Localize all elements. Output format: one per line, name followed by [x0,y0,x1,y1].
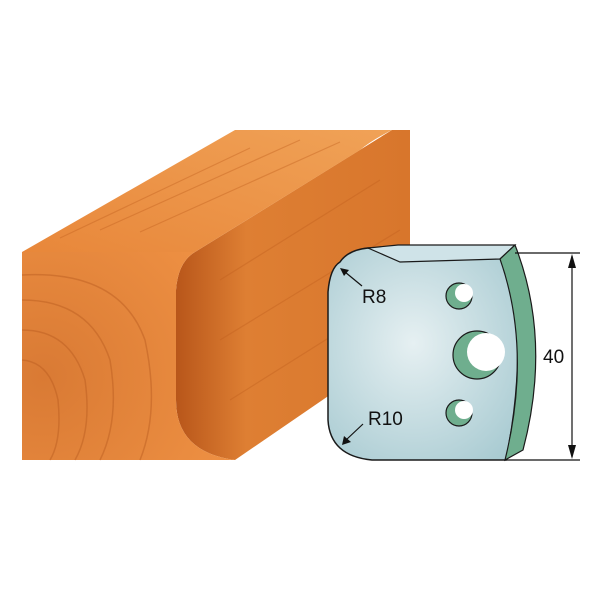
height-dimension: 40 [505,252,580,461]
knife-cutting-edge [499,243,537,462]
wood-grain-rings [21,273,153,461]
arrow-icon [342,436,351,445]
arrow-icon [340,268,349,276]
radius-annotation-top: R8 [340,268,386,308]
arrow-down-icon [568,445,576,459]
hole-bottom [445,399,473,427]
knife-holes [445,282,505,427]
radius-label-r8: R8 [362,287,386,308]
radius-annotation-bottom: R10 [342,409,403,445]
hole-top [445,282,473,310]
wood-front-face [22,252,235,460]
wood-top-face [22,130,392,252]
hole-center [452,330,505,380]
radius-label-r10: R10 [368,409,403,430]
profile-knife [327,243,537,462]
arrow-up-icon [568,254,576,268]
height-label: 40 [543,347,564,368]
